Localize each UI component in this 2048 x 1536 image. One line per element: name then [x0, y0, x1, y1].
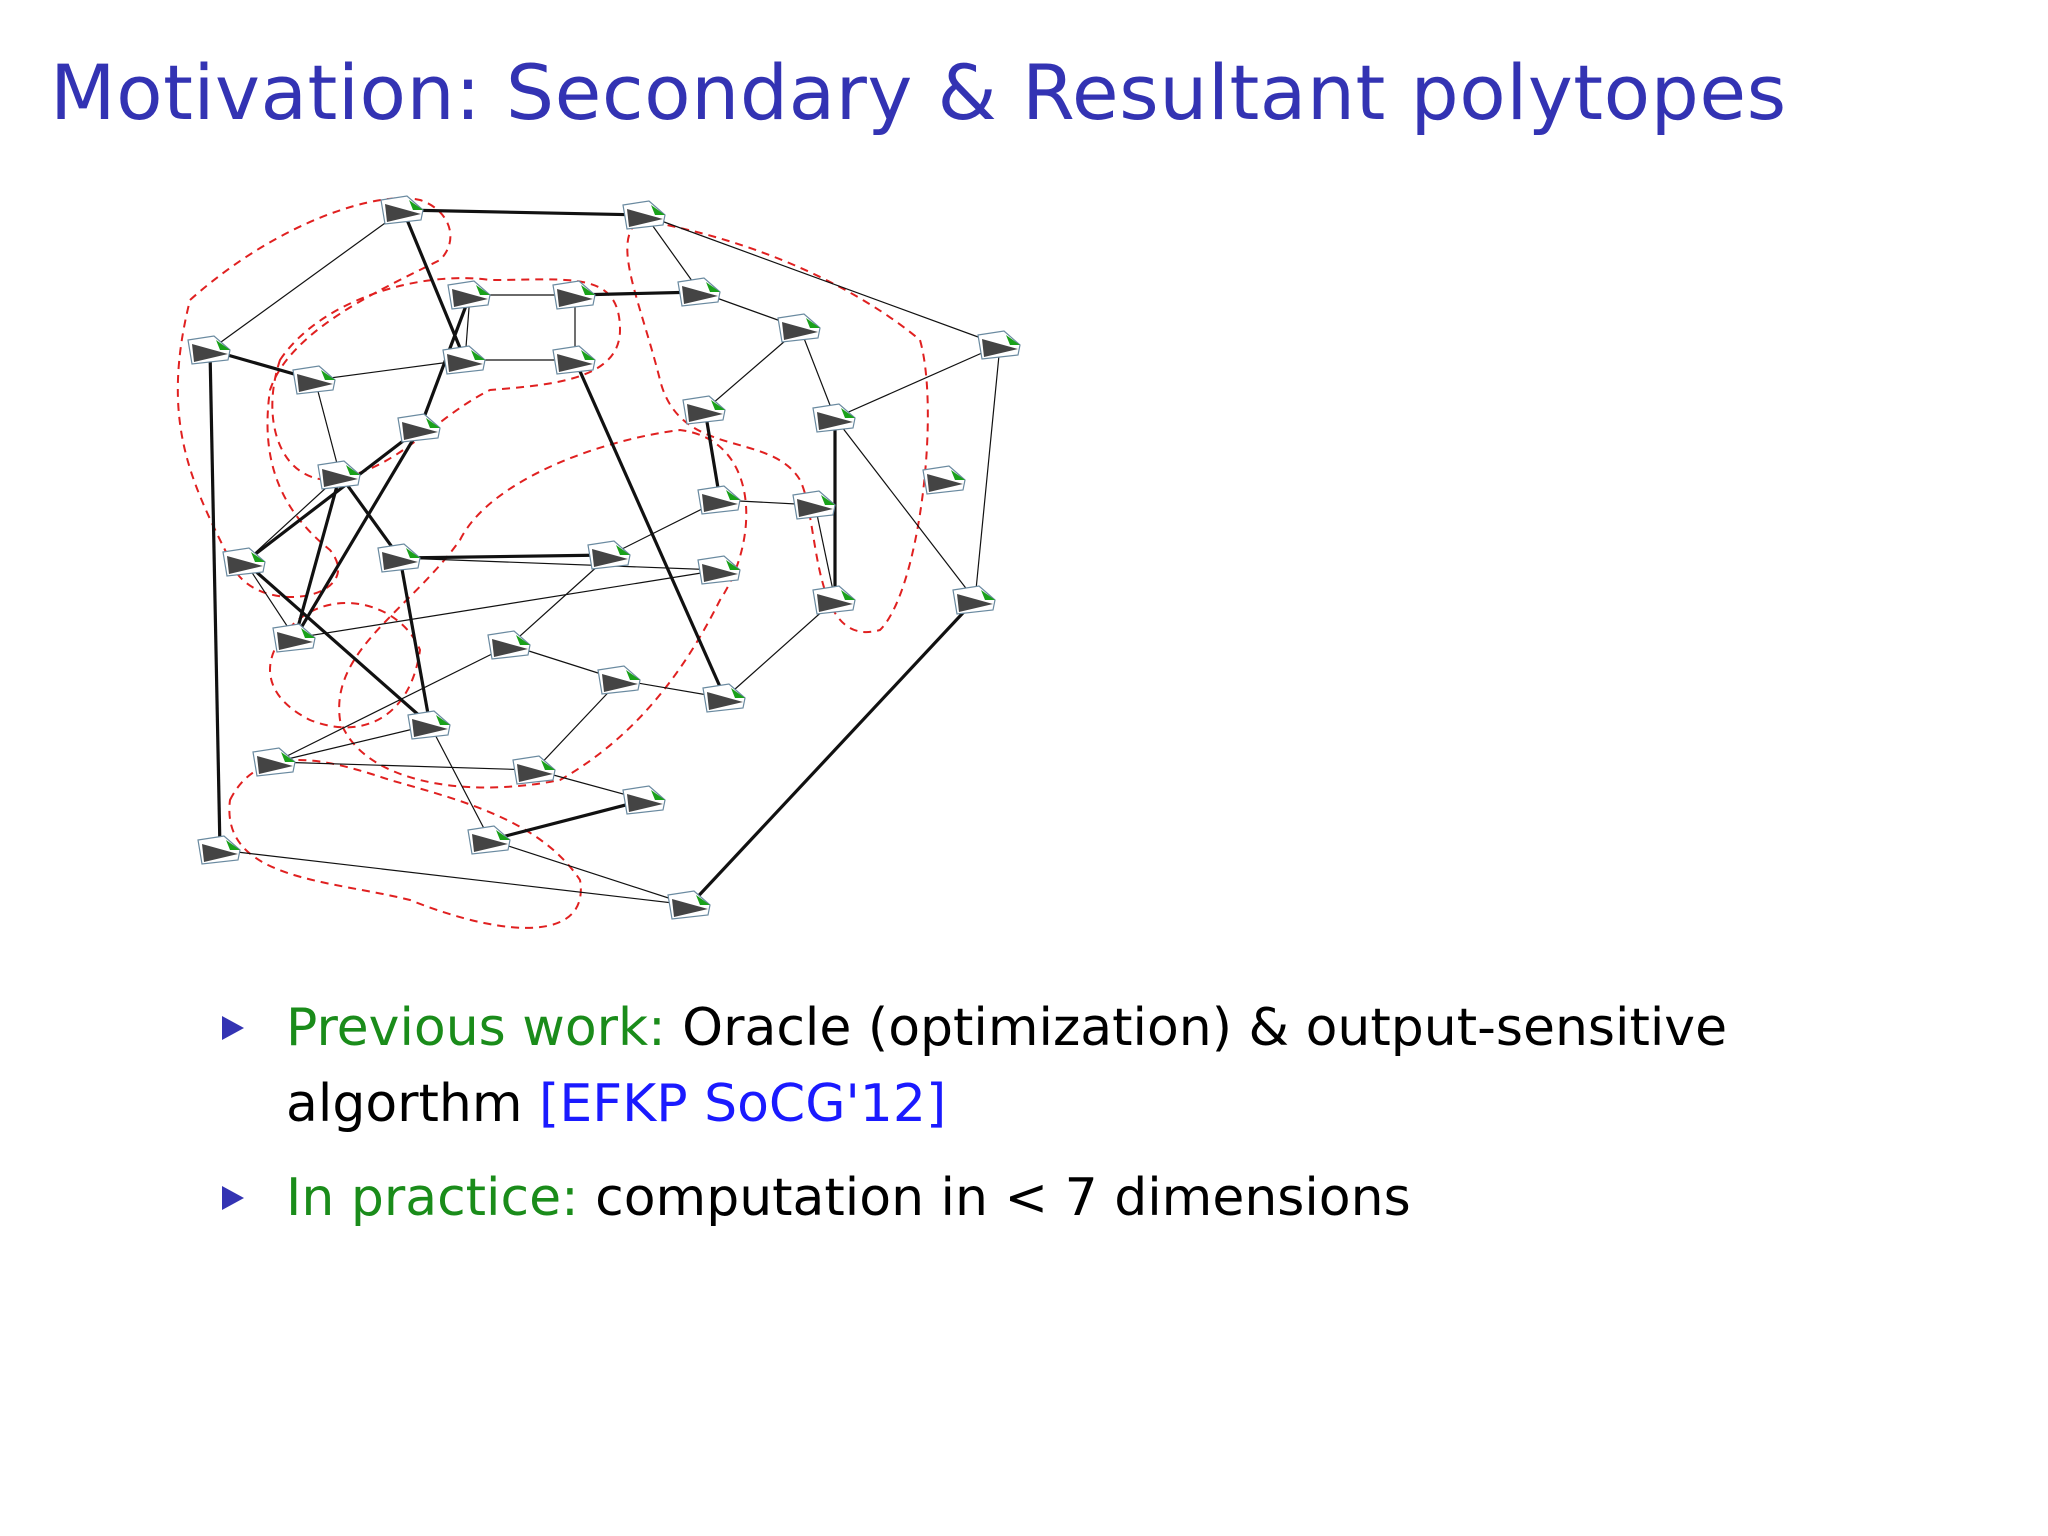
bullet-lead: Previous work:	[286, 998, 666, 1058]
polytope-glyph-icon	[792, 490, 836, 520]
graph-edge-thick	[293, 427, 422, 639]
bullet-previous-work: Previous work: Oracle (optimization) & o…	[222, 990, 1922, 1142]
graph-edge-thin	[294, 569, 721, 639]
graph-edge-thin	[314, 379, 341, 476]
dashed-region-center	[338, 428, 748, 789]
bullet-triangle-icon	[222, 1016, 244, 1040]
bullet-in-practice: In practice: computation in < 7 dimensio…	[222, 1160, 1922, 1236]
polytope-glyph-icon	[702, 683, 746, 713]
graph-edge-thick	[399, 553, 611, 560]
dashed-region-top-ring	[271, 277, 622, 482]
polytope-glyph-icon	[552, 280, 596, 310]
polytope-glyph-icon	[407, 710, 451, 740]
graph-edge-thin	[814, 504, 836, 601]
graph-edge-thin	[489, 839, 691, 906]
polytope-glyph-icon	[812, 585, 856, 615]
graph-edge-thin	[429, 724, 491, 841]
slide-title: Motivation: Secondary & Resultant polyto…	[50, 48, 1787, 137]
graph-edge-thick	[244, 426, 421, 564]
polytope-glyph-icon	[442, 345, 486, 375]
graph-edge-thin	[534, 679, 621, 771]
graph-edge-thin	[314, 359, 466, 381]
polytope-glyph-icon	[187, 335, 231, 365]
polytope-glyph-icon	[597, 665, 641, 695]
polytope-glyph-icon	[812, 403, 856, 433]
graph-edge-thin	[644, 214, 1001, 346]
polytope-glyph-icon	[682, 395, 726, 425]
graph-edge-thick	[208, 349, 222, 851]
graph-edge-thin	[724, 599, 836, 699]
polytope-glyph-icon	[697, 555, 741, 585]
polytope-glyph-icon	[777, 313, 821, 343]
graph-edge-thin	[274, 644, 511, 763]
polytope-glyph-icon	[697, 485, 741, 515]
citation-link[interactable]: [EFKP SoCG'12]	[539, 1074, 947, 1134]
graph-edge-thin	[974, 344, 1001, 601]
graph-edge-thick	[243, 560, 432, 727]
polytope-glyph-icon	[397, 413, 441, 443]
graph-edge-thin	[209, 209, 404, 351]
polytope-glyph-icon	[317, 460, 361, 490]
dashed-region-lower-left	[228, 759, 582, 929]
dashed-regions	[176, 197, 929, 929]
graph-edge-thin	[509, 554, 611, 646]
graph-edge-thin	[799, 327, 836, 419]
polytope-glyph-icon	[222, 547, 266, 577]
polytope-glyph-icon	[922, 465, 966, 495]
graph-edge-thin	[274, 724, 431, 763]
graph-edge-thick	[338, 474, 402, 559]
graph-nodes	[187, 195, 1021, 920]
polytope-glyph-icon	[622, 200, 666, 230]
polytope-glyph-icon	[292, 365, 336, 395]
bullet-text: Oracle (optimization) & output-sensitive…	[286, 998, 1728, 1134]
bullet-list: Previous work: Oracle (optimization) & o…	[222, 990, 1922, 1236]
dashed-region-right	[626, 218, 929, 634]
polytope-graph-diagram	[176, 195, 1021, 929]
dashed-region-small	[269, 602, 422, 729]
polytope-glyph-icon	[197, 835, 241, 865]
graph-edge-thin	[834, 344, 1001, 419]
graph-edge-thin	[219, 849, 691, 906]
graph-edge-thin	[644, 214, 701, 293]
graph-edge-thick	[703, 409, 722, 501]
polytope-glyph-icon	[447, 280, 491, 310]
graph-edge-thin	[399, 557, 721, 571]
graph-edge-thick	[573, 359, 727, 699]
bullet-text: computation in	[578, 1168, 1005, 1228]
polytope-glyph-icon	[487, 630, 531, 660]
polytope-glyph-icon	[622, 785, 666, 815]
polytope-glyph-icon	[272, 623, 316, 653]
polytope-glyph-icon	[252, 747, 296, 777]
bullet-triangle-icon	[222, 1186, 244, 1210]
polytope-glyph-icon	[377, 543, 421, 573]
polytope-glyph-icon	[512, 755, 556, 785]
polytope-glyph-icon	[952, 585, 996, 615]
polytope-glyph-icon	[380, 195, 424, 225]
polytope-glyph-icon	[667, 890, 711, 920]
graph-edge-thin	[834, 417, 976, 601]
polytope-glyph-icon	[467, 825, 511, 855]
graph-edge-thin	[274, 761, 536, 771]
graph-edge-thick	[688, 598, 977, 907]
polytope-glyph-icon	[587, 540, 631, 570]
graph-edge-thick	[489, 798, 646, 842]
bullet-rest: < 7 dimensions	[1004, 1168, 1411, 1228]
graph-edge-thick	[398, 557, 432, 726]
bullet-lead: In practice:	[286, 1168, 579, 1228]
polytope-glyph-icon	[977, 330, 1021, 360]
dashed-region-outer-left	[176, 197, 452, 598]
graph-edge-thick	[402, 208, 646, 217]
polytope-glyph-icon	[677, 277, 721, 307]
polytope-glyph-icon	[552, 345, 596, 375]
graph-edge-thin	[244, 474, 341, 563]
